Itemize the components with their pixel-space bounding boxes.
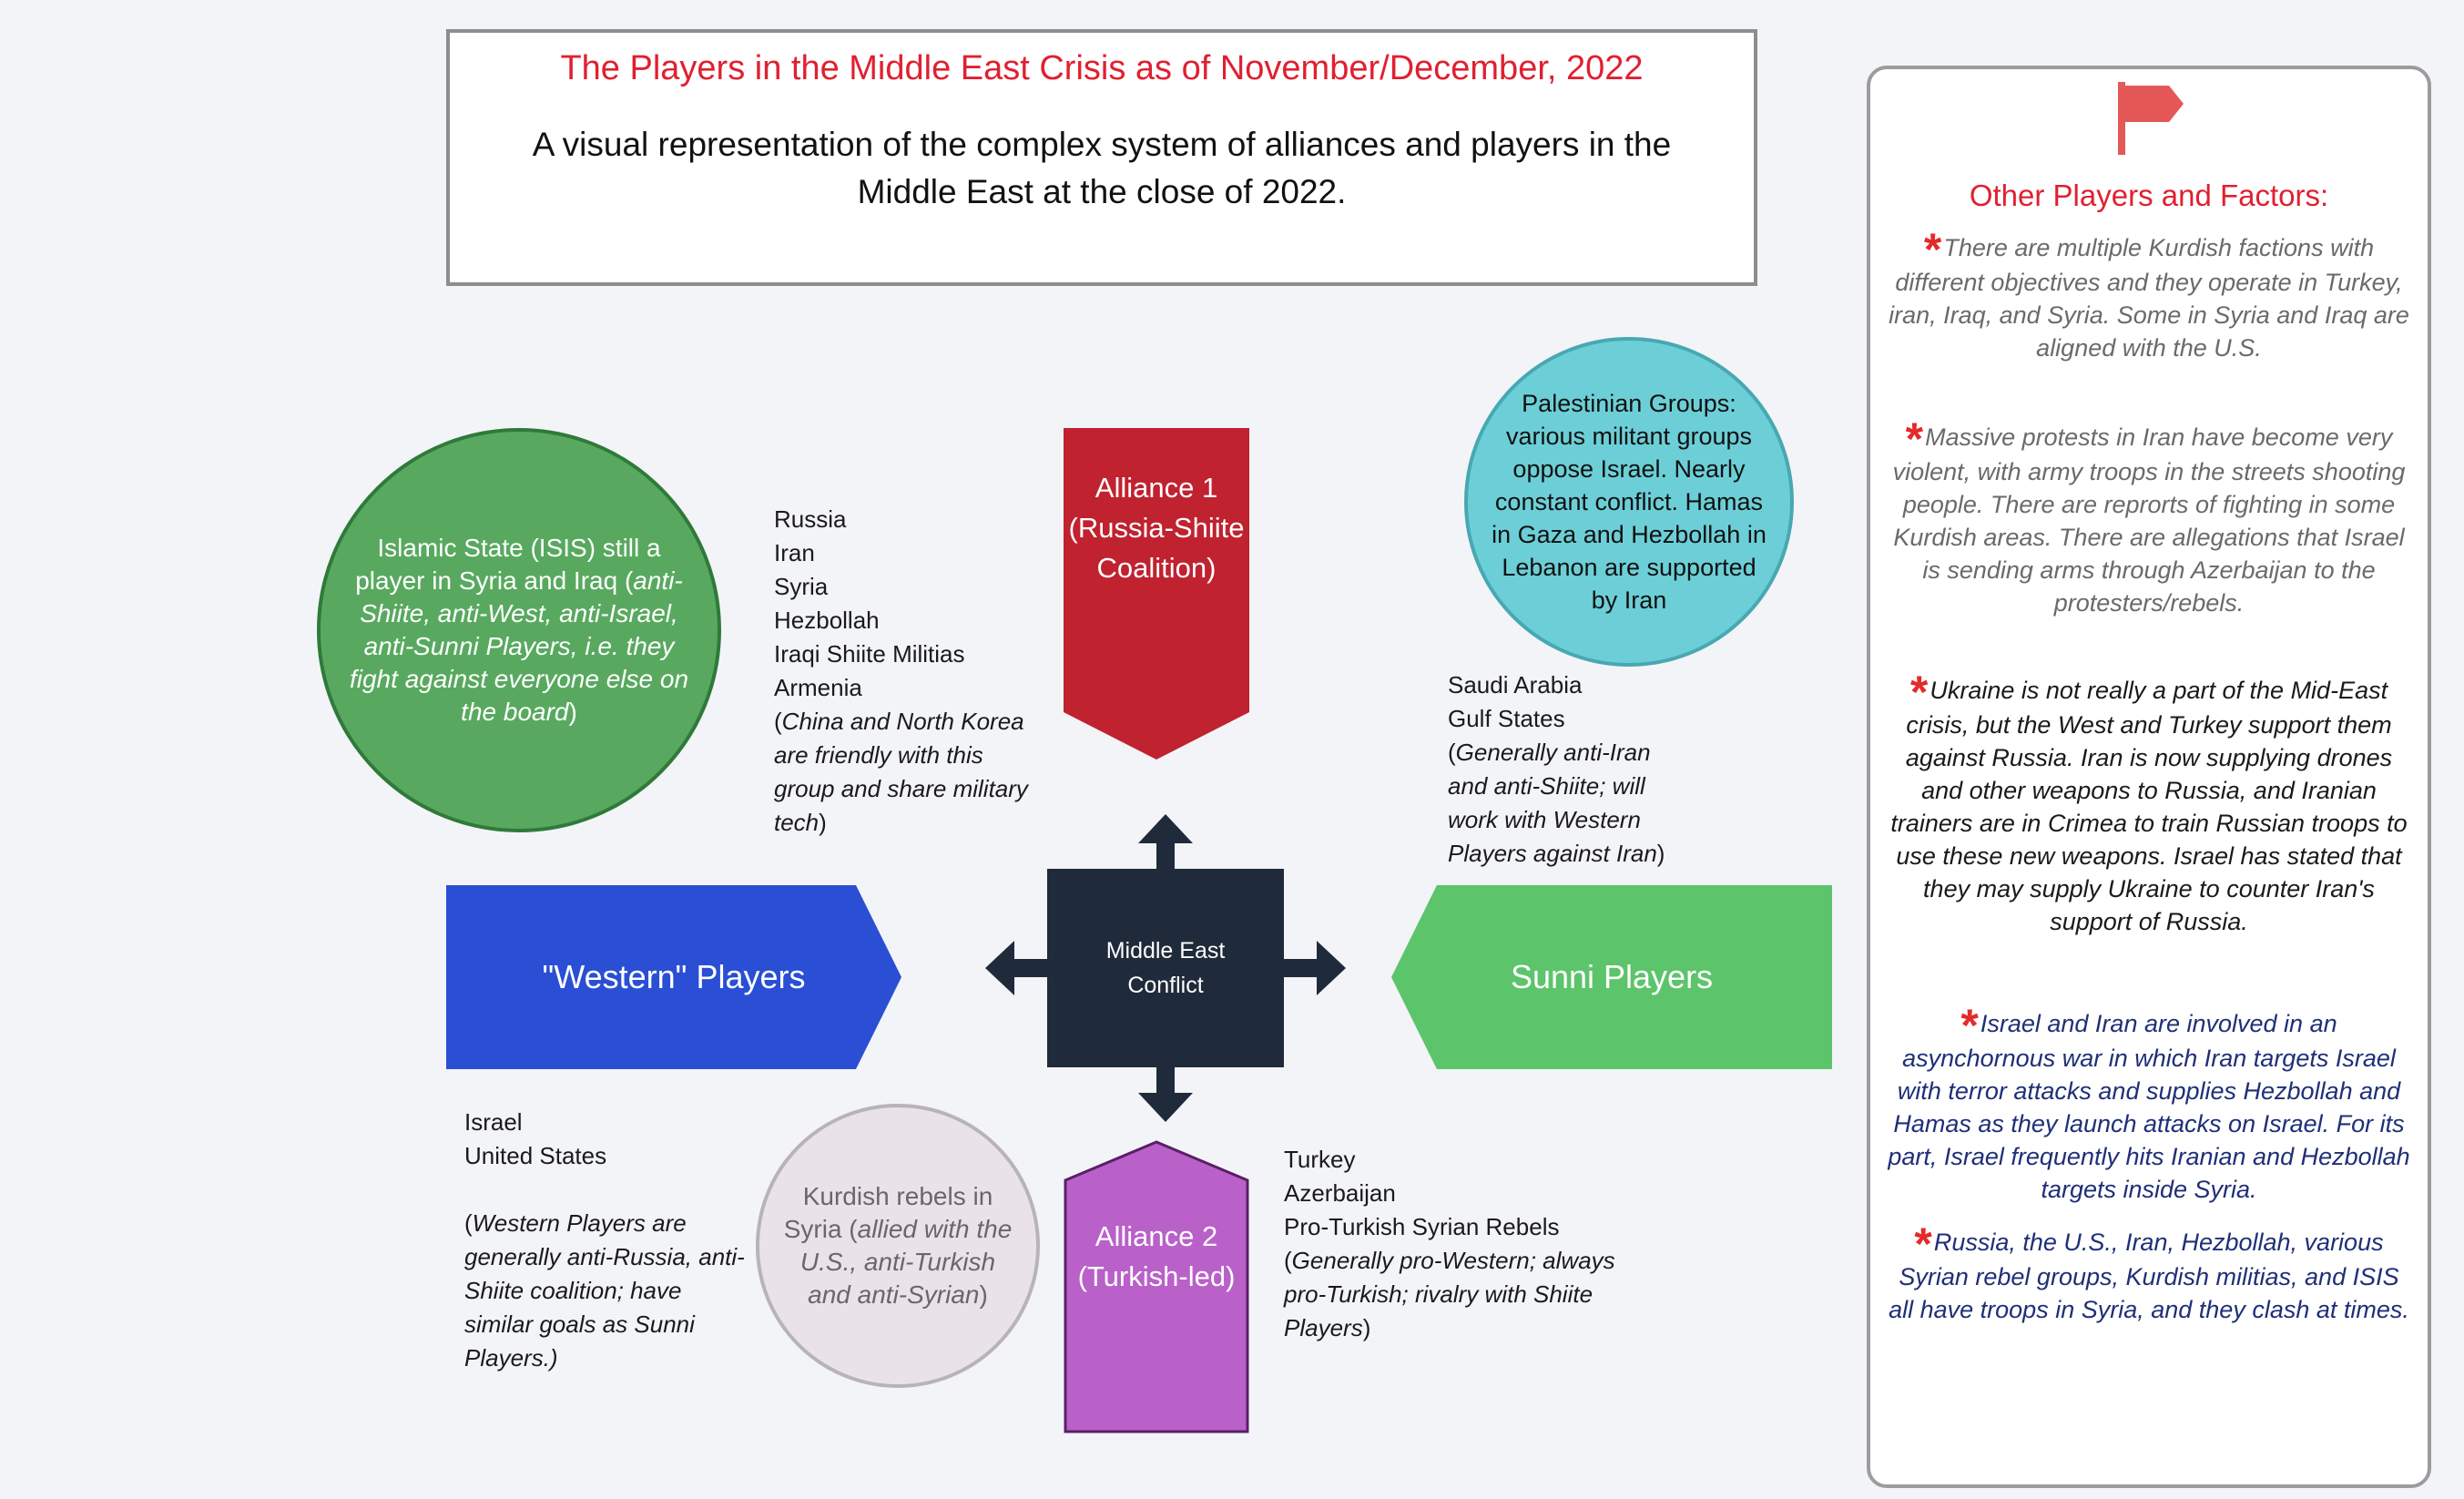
- direction-arrows: [985, 814, 1346, 1122]
- arrow-down-icon: [1138, 1066, 1193, 1122]
- alliance1-label: Alliance 1 (Russia-Shiite Coalition): [1068, 472, 1245, 584]
- isis-text: Islamic State (ISIS) still a player in S…: [341, 532, 697, 729]
- alliance2-label: Alliance 2 (Turkish-led): [1077, 1220, 1236, 1292]
- sunni-arrow-shape: [1391, 885, 1832, 1069]
- alliance1-member: Iraqi Shiite Militias: [774, 640, 965, 668]
- asterisk-icon: *: [1905, 413, 1924, 464]
- alliance1-member: Armenia: [774, 674, 862, 701]
- isis-label: Islamic State (ISIS) still a player in S…: [355, 534, 661, 595]
- alliance1-members: Russia Iran Syria Hezbollah Iraqi Shiite…: [774, 503, 1047, 840]
- alliance1-member: Iran: [774, 539, 815, 566]
- alliance2-member: Azerbaijan: [1284, 1179, 1396, 1207]
- side-panel: [1867, 66, 2431, 1488]
- side-note: *Ukraine is not really a part of the Mid…: [1890, 667, 2408, 935]
- alliance1-member: Russia: [774, 505, 847, 533]
- isis-close: ): [568, 698, 577, 726]
- western-arrow-shape: [446, 885, 901, 1069]
- alliance2-member: Turkey: [1284, 1146, 1356, 1173]
- center-box: Middle East Conflict: [1047, 869, 1284, 1067]
- arrow-right-icon: [1284, 941, 1346, 995]
- palestinian-text: Palestinian Groups: various militant gro…: [1492, 390, 1767, 614]
- page-subtitle: A visual representation of the complex s…: [532, 126, 1672, 210]
- sunni-label: Sunni Players: [1510, 958, 1714, 995]
- arrow-left-icon: [985, 941, 1047, 995]
- sunni-member: Saudi Arabia: [1448, 671, 1583, 699]
- asterisk-icon: *: [1923, 224, 1942, 275]
- alliance1-member: Hezbollah: [774, 607, 880, 634]
- western-label: "Western" Players: [542, 958, 806, 995]
- arrow-up-icon: [1138, 814, 1193, 872]
- western-member: Israel: [464, 1108, 523, 1136]
- asterisk-icon: *: [1960, 1000, 1979, 1051]
- alliance2-member: Pro-Turkish Syrian Rebels: [1284, 1213, 1560, 1240]
- side-note: *Russia, the U.S., Iran, Hezbollah, vari…: [1889, 1219, 2409, 1323]
- asterisk-icon: *: [1914, 1219, 1932, 1270]
- alliance2-pentagon-shape: [1064, 1140, 1249, 1433]
- side-note: *There are multiple Kurdish factions wit…: [1889, 224, 2409, 362]
- page-title: The Players in the Middle East Crisis as…: [560, 49, 1644, 87]
- western-note: (Western Players are generally anti-Russ…: [464, 1209, 745, 1372]
- western-member: United States: [464, 1142, 607, 1169]
- alliance1-chevron-shape: [1064, 428, 1249, 760]
- side-panel-heading: Other Players and Factors:: [1969, 178, 2329, 212]
- sunni-member: Gulf States: [1448, 705, 1565, 732]
- side-note: *Israel and Iran are involved in an asyn…: [1888, 1000, 2410, 1203]
- side-note: *Massive protests in Iran have become ve…: [1892, 413, 2406, 617]
- alliance2-members: Turkey Azerbaijan Pro-Turkish Syrian Reb…: [1284, 1143, 1648, 1345]
- palestinian-circle: Palestinian Groups: various militant gro…: [1464, 337, 1794, 667]
- alliance2-note: (Generally pro-Western; always pro-Turki…: [1284, 1247, 1615, 1341]
- sunni-members: Saudi Arabia Gulf States (Generally anti…: [1448, 668, 1685, 871]
- title-box: The Players in the Middle East Crisis as…: [446, 29, 1757, 286]
- center-label: Middle East Conflict: [1105, 938, 1226, 998]
- western-members: Israel United States (Western Players ar…: [464, 1106, 756, 1375]
- alliance1-note: (China and North Korea are friendly with…: [774, 708, 1028, 836]
- kurdish-circle: Kurdish rebels in Syria (allied with the…: [756, 1104, 1040, 1388]
- flag-icon: [2118, 82, 2184, 155]
- isis-description: anti-Shiite, anti-West, anti-Israel, ant…: [349, 566, 689, 726]
- isis-circle: Islamic State (ISIS) still a player in S…: [317, 428, 721, 832]
- asterisk-icon: *: [1909, 667, 1929, 718]
- sunni-note: (Generally anti-Iran and anti-Shiite; wi…: [1448, 739, 1665, 867]
- alliance1-member: Syria: [774, 573, 829, 600]
- kurdish-text: Kurdish rebels in Syria (allied with the…: [783, 1182, 1013, 1309]
